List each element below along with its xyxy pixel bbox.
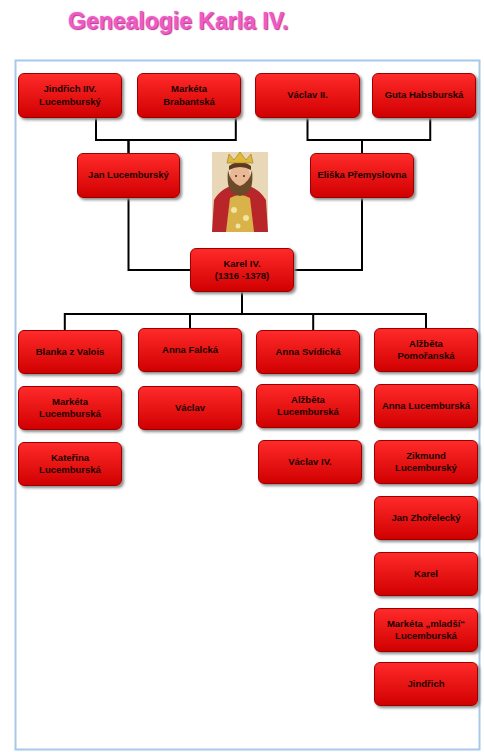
person-name: Václav II. bbox=[287, 89, 328, 101]
person-name: Václav IV. bbox=[288, 456, 332, 468]
family-connector bbox=[362, 118, 430, 153]
family-connector bbox=[308, 118, 363, 153]
person-name: Václav bbox=[175, 402, 205, 414]
person-box: Alžběta Lucemburská bbox=[256, 384, 360, 428]
person-box: Blanka z Valois bbox=[18, 330, 122, 374]
person-name: Guta Habsburská bbox=[385, 89, 464, 101]
family-connector bbox=[190, 292, 242, 328]
person-box: Markéta „mladší“ Lucemburská bbox=[374, 608, 478, 652]
person-name: Jan Zhořelecký bbox=[391, 512, 460, 524]
person-box: Jan Zhořelecký bbox=[374, 496, 478, 540]
person-name: Blanka z Valois bbox=[36, 346, 105, 358]
person-box: Markéta Brabantská bbox=[137, 73, 241, 118]
person-name: Karel IV. bbox=[223, 258, 260, 270]
portrait-illustration bbox=[212, 152, 268, 232]
person-name: (1316 -1378) bbox=[215, 270, 269, 282]
person-box: Anna Svídická bbox=[256, 330, 360, 374]
person-name: Jan Lucemburský bbox=[88, 169, 169, 181]
frame-border bbox=[16, 61, 480, 750]
person-box: Alžběta Pomořanská bbox=[374, 328, 478, 372]
family-connector bbox=[129, 118, 236, 153]
person-box: Anna Falcká bbox=[138, 328, 242, 372]
person-box: Zikmund Lucemburský bbox=[374, 440, 478, 484]
person-box: Václav II. bbox=[255, 73, 360, 118]
person-name: Jindřich bbox=[408, 678, 445, 690]
family-connector bbox=[129, 198, 191, 270]
person-name: Karel bbox=[414, 568, 438, 580]
person-name: Anna Falcká bbox=[162, 344, 218, 356]
person-box: Karel bbox=[374, 552, 478, 596]
person-name: Anna Lucemburská bbox=[382, 400, 470, 412]
person-box: Karel IV.(1316 -1378) bbox=[190, 248, 294, 292]
person-box: Anna Lucemburská bbox=[374, 384, 478, 428]
person-box: Václav IV. bbox=[258, 440, 362, 484]
person-box: Kateřina Lucemburská bbox=[18, 442, 122, 486]
person-box: Jindřich IIV. Lucemburský bbox=[18, 73, 122, 118]
family-connector bbox=[242, 292, 313, 330]
person-name: Eliška Přemyslovna bbox=[317, 169, 406, 181]
person-name: Jindřich IIV. Lucemburský bbox=[25, 83, 115, 108]
person-box: Markéta Lucemburská bbox=[18, 386, 122, 430]
person-box: Eliška Přemyslovna bbox=[310, 153, 414, 198]
person-box: Guta Habsburská bbox=[372, 73, 476, 118]
diagram-title: Genealogie Karla IV. bbox=[68, 8, 288, 35]
person-name: Zikmund Lucemburský bbox=[381, 450, 471, 475]
family-connector bbox=[65, 292, 242, 330]
person-name: Markéta Lucemburská bbox=[25, 396, 115, 421]
person-name: Alžběta Pomořanská bbox=[381, 338, 471, 363]
person-box: Jan Lucemburský bbox=[77, 153, 180, 198]
family-connector bbox=[242, 292, 426, 328]
family-connector bbox=[96, 118, 129, 153]
person-name: Alžběta Lucemburská bbox=[263, 394, 353, 419]
family-connector bbox=[294, 198, 362, 270]
person-box: Václav bbox=[138, 386, 242, 430]
person-name: Kateřina Lucemburská bbox=[25, 452, 115, 477]
person-name: Anna Svídická bbox=[276, 346, 341, 358]
person-name: Markéta „mladší“ Lucemburská bbox=[381, 618, 471, 643]
person-box: Jindřich bbox=[374, 662, 478, 706]
person-name: Markéta Brabantská bbox=[144, 83, 234, 108]
